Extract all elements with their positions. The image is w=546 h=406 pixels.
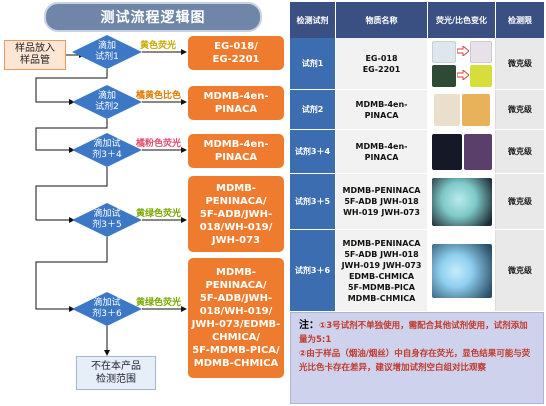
diamond-step-4: 滴加试 剂3＋5 [72,203,142,237]
limit-cell: 微克级 [496,230,544,311]
diamond-label: 滴加 试剂2 [95,91,119,112]
result-box-2: MDMB-4en- PINACA [188,86,284,120]
substance-cell: EG-018 EG-2201 [336,38,428,89]
note-box: 注：①3号试剂不单独使用，需配合其他试剂使用，试剂添加量为5:1 ②由于样品（烟… [290,312,544,404]
limit-cell: 微克级 [496,90,544,129]
sample-photo [462,94,490,126]
sample-photo [470,41,492,63]
arrow-right-icon [457,70,469,80]
substance-cell: MDMB-PENINACA 5F-ADB JWH-018 JWH-019 JWH… [336,230,428,311]
sample-photo [464,134,492,170]
flow-connectors [35,49,187,356]
result-box-5: MDMB- PENINACA/ 5F-ADB/JWH- 018/WH-019/ … [188,258,284,378]
diamond-label: 滴加试 剂3＋6 [92,298,122,319]
flow-color-label: 橘粉色荧光 [136,139,182,149]
header-reagent: 检测试剂 [290,2,336,38]
reagent-table: 检测试剂 物质名称 荧光/比色变化 检测限 试剂1 EG-018 EG-2201… [290,2,544,404]
table-row: 试剂1 EG-018 EG-2201 微克级 [290,38,544,90]
flow-title: 测试流程逻辑图 [44,2,262,32]
table-row: 试剂2 MDMB-4en- PINACA 微克级 [290,90,544,130]
diamond-label: 滴加试 剂3＋5 [92,209,122,230]
diamond-step-5: 滴加试 剂3＋6 [72,292,142,326]
photo-cell [428,130,496,173]
photo-cell [428,38,496,89]
note-line-1: ①3号试剂不单独使用，需配合其他试剂使用，试剂添加量为5:1 [299,321,528,345]
result-box-1: EG-018/ EG-2201 [188,36,284,70]
header-substance: 物质名称 [336,2,428,38]
flow-color-label: 黄色荧光 [140,41,177,51]
reagent-cell: 试剂3＋4 [290,130,336,173]
diamond-step-3: 滴加试 剂3＋4 [72,133,142,167]
header-color-change: 荧光/比色变化 [428,2,496,38]
note-label: 注： [299,320,319,331]
photo-cell [428,230,496,311]
limit-cell: 微克级 [496,38,544,89]
flow-color-label: 黄绿色荧光 [136,298,182,308]
result-box-3: MDMB-4en- PINACA [188,134,284,168]
sample-photo [432,244,492,298]
arrow-right-icon [457,46,469,56]
sample-photo [432,178,492,226]
sample-photo [432,65,456,87]
sample-photo [470,65,492,87]
table-row: 试剂3＋5 MDMB-PENINACA 5F-ADB JWH-018 WH-01… [290,174,544,230]
reagent-cell: 试剂3＋6 [290,230,336,311]
end-box: 不在本产品 检测范围 [76,356,156,390]
limit-cell: 微克级 [496,130,544,173]
diamond-label: 滴加试 剂3＋4 [92,139,122,160]
flow-color-label: 橘黄色比色 [136,91,182,101]
photo-cell [428,90,496,129]
table-row: 试剂3＋4 MDMB-4en- PINACA 微克级 [290,130,544,174]
table-row: 试剂3＋6 MDMB-PENINACA 5F-ADB JWH-018 JWH-0… [290,230,544,312]
diamond-step-2: 滴加 试剂2 [72,85,142,119]
start-box: 样品放入 样品管 [4,40,66,70]
photo-cell [428,174,496,229]
substance-cell: MDMB-PENINACA 5F-ADB JWH-018 WH-019 JWH-… [336,174,428,229]
reagent-cell: 试剂1 [290,38,336,89]
table-header: 检测试剂 物质名称 荧光/比色变化 检测限 [290,2,544,38]
diamond-label: 滴加 试剂1 [95,41,119,62]
result-box-4: MDMB- PENINACA/ 5F-ADB/JWH- 018/WH-019/ … [188,176,284,252]
diamond-step-1: 滴加 试剂1 [72,35,142,69]
note-line-2: ②由于样品（烟油/烟丝）中自身存在荧光，显色结果可能与荧光比色卡存在差异，建议增… [299,349,531,373]
reagent-cell: 试剂3＋5 [290,174,336,229]
substance-cell: MDMB-4en- PINACA [336,90,428,129]
flow-color-label: 黄绿色荧光 [136,209,182,219]
sample-photo [432,134,462,170]
sample-photo [432,41,456,63]
limit-cell: 微克级 [496,174,544,229]
header-limit: 检测限 [508,15,532,25]
reagent-cell: 试剂2 [290,90,336,129]
substance-cell: MDMB-4en- PINACA [336,130,428,173]
sample-photo [434,94,460,126]
